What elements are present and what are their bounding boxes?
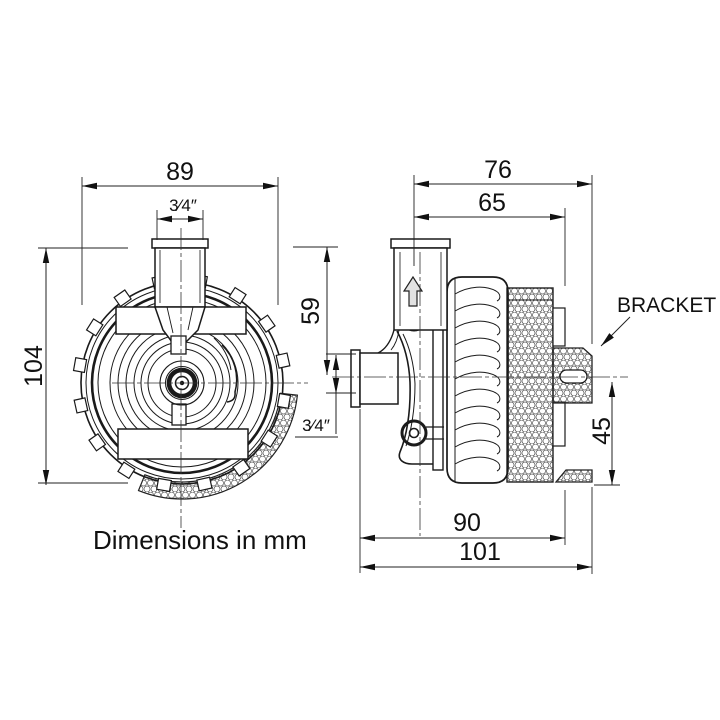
dim-89-label: 89	[166, 158, 194, 186]
bracket-label: BRACKET	[617, 294, 716, 317]
dim-45-label: 45	[588, 417, 616, 445]
front-outlet-pipe	[151, 238, 209, 343]
dim-side-inlet-label: 3⁄4″	[302, 416, 330, 435]
units-note: Dimensions in mm	[93, 525, 307, 555]
flow-up-arrow-icon	[402, 275, 424, 307]
hex-plate	[506, 287, 554, 483]
bottom-clamp-bar	[117, 428, 249, 460]
bracket-slot	[559, 369, 588, 384]
dim-90-label: 90	[453, 509, 481, 537]
motor-fins	[446, 276, 509, 484]
side-centerlines	[332, 252, 628, 536]
dim-65-label: 65	[478, 189, 506, 217]
bottom-bolt	[400, 419, 444, 447]
bracket-leader-line	[600, 316, 631, 347]
dim-76-label: 76	[484, 156, 512, 184]
bracket-foot	[554, 469, 593, 483]
dim-front-outlet-label: 3⁄4″	[169, 196, 197, 215]
dim-101-label: 101	[459, 538, 501, 566]
front-view	[72, 228, 308, 528]
front-centerlines	[112, 228, 308, 528]
dim-59-label: 59	[297, 297, 325, 325]
dim-104-label: 104	[20, 345, 48, 387]
side-inlet-pipe	[350, 349, 399, 408]
dimensions	[38, 175, 631, 574]
side-view	[332, 238, 628, 536]
